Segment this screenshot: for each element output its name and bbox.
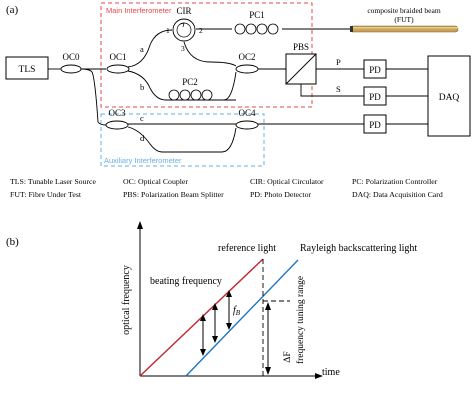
oc4-coupler [235, 120, 259, 130]
port-p-label: P [336, 57, 341, 67]
legend-fut: FUT: Fibre Under Test [10, 190, 82, 199]
pc2-label: PC2 [182, 77, 198, 87]
pd1-block [363, 59, 387, 79]
panel-b-label: (b) [6, 236, 19, 248]
plot-axes [137, 221, 323, 379]
legend-cir: CIR: Optical Circulator [250, 177, 324, 186]
legend-pc: PC: Polarization Controller [352, 177, 438, 186]
pc1-polarization-controller [234, 23, 279, 35]
x-axis-label: time [322, 367, 340, 378]
legend-pd: PD: Photo Detector [250, 190, 311, 199]
oc4-label: OC4 [238, 108, 256, 118]
pc1-label: PC1 [249, 10, 265, 20]
pd3-label: PD [369, 120, 381, 130]
oc2-coupler [235, 64, 259, 74]
oc1-label: OC1 [109, 52, 126, 62]
pbs-label: PBS [293, 42, 309, 52]
pbs-splitter [285, 53, 317, 85]
pd2-label: PD [369, 92, 381, 102]
beating-frequency-label: beating frequency [150, 276, 222, 287]
oc2-label: OC2 [238, 52, 255, 62]
fut-label-line2: (FUT) [394, 15, 414, 24]
oc0-label: OC0 [62, 52, 80, 62]
main-interferometer-frame [100, 2, 313, 108]
cir-label: CIR [176, 6, 191, 16]
tls-block [5, 56, 49, 80]
tuning-range-label: frequency tuning range [295, 276, 306, 364]
fut-braided-beam [349, 25, 459, 33]
port-s-label: S [336, 84, 341, 94]
delta-f-arrow [265, 302, 271, 375]
daq-block [427, 55, 471, 137]
cir-port-1-label: 1 [166, 26, 170, 35]
fibre-paths [48, 28, 428, 153]
oc3-coupler [105, 120, 129, 130]
port-a-label: a [140, 44, 144, 54]
auxiliary-interferometer-label: Auxiliary Interferometer [104, 156, 182, 165]
legend-tls: TLS: Tunable Laser Source [10, 177, 97, 186]
cir-port-3-label: 3 [181, 44, 185, 53]
y-axis-label: optical frequency [121, 265, 132, 335]
beat-frequency-arrows [200, 290, 232, 356]
pd3-block [363, 114, 387, 134]
port-b-label: b [140, 82, 144, 92]
cir-port-2-label: 2 [199, 26, 203, 35]
oc0-coupler [60, 64, 82, 74]
rayleigh-light-line [185, 259, 299, 377]
main-interferometer-label: Main Interferometer [106, 6, 172, 15]
legend-oc: OC: Optical Coupler [123, 177, 188, 186]
delta-f-label: ΔF [283, 351, 293, 362]
pc2-polarization-controller [168, 89, 213, 101]
auxiliary-interferometer-frame [100, 113, 265, 167]
fut-label-line1: composite braided beam [367, 6, 440, 15]
port-c-label: c [140, 113, 144, 123]
oc1-coupler [106, 64, 130, 74]
legend-daq: DAQ: Data Acquisition Card [352, 190, 443, 199]
daq-label: DAQ [439, 93, 460, 103]
panel-a-label: (a) [6, 4, 19, 16]
port-d-label: d [140, 133, 145, 143]
abbreviation-legend: TLS: Tunable Laser Source OC: Optical Co… [10, 177, 443, 199]
pd1-label: PD [369, 65, 381, 75]
oc3-label: OC3 [108, 108, 126, 118]
rayleigh-light-label: Rayleigh backscattering light [300, 243, 417, 254]
legend-pbs: PBS: Polarization Beam Splitter [123, 190, 224, 199]
fb-label: fB [233, 305, 241, 317]
circulator [172, 18, 196, 42]
tls-label: TLS [19, 65, 36, 75]
reference-light-label: reference light [218, 243, 276, 254]
pd2-block [363, 86, 387, 106]
